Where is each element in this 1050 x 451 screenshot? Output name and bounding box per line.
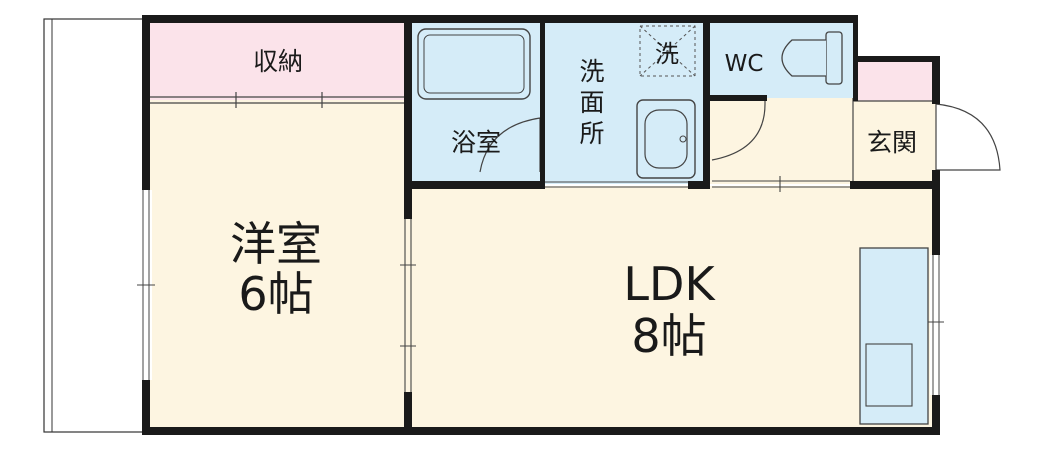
washer-space (639, 25, 696, 77)
kitchen-window (928, 255, 944, 395)
western-room-floor (149, 100, 407, 428)
hallway-door (712, 176, 850, 192)
western-room-size: 6帖 (238, 267, 313, 321)
toilet-door (711, 98, 766, 161)
toilet-fixture (781, 31, 843, 85)
storage-label: 収納 (253, 47, 303, 76)
washroom-door (545, 181, 690, 188)
wash-basin (636, 99, 696, 179)
storage-doors (149, 92, 407, 108)
bathroom-label: 浴室 (451, 128, 501, 157)
western-room-window (137, 190, 155, 380)
ldk-floor (407, 186, 937, 428)
kitchen-counter (859, 247, 929, 425)
room-divider-doors (400, 189, 416, 428)
ldk-name: LDK (623, 257, 716, 311)
entrance-label: 玄関 (867, 128, 917, 157)
western-room-name: 洋室 (230, 217, 322, 271)
washroom-label-3: 所 (579, 119, 604, 148)
entrance-floor (853, 98, 936, 182)
balcony (43, 18, 147, 433)
toilet-label: WC (725, 51, 764, 77)
washroom-label-2: 面 (579, 88, 604, 117)
entrance-door (935, 103, 1001, 171)
ldk-size: 8帖 (631, 309, 706, 363)
washroom-label-1: 洗 (579, 57, 604, 86)
storage-floor (149, 22, 407, 100)
shoe-storage (853, 61, 936, 101)
washer-label: 洗 (655, 40, 679, 68)
bathtub (417, 28, 531, 100)
